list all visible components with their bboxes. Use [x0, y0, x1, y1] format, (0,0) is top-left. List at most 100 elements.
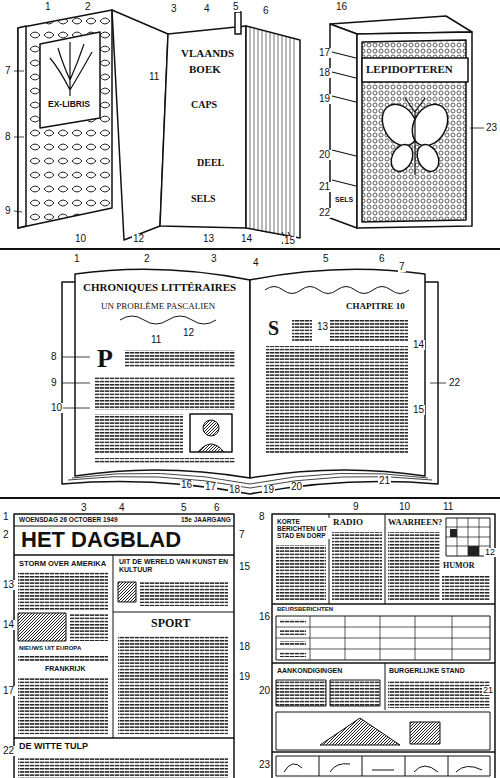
callout-number: 18	[318, 68, 331, 78]
illustration-part	[0, 248, 500, 250]
illustration-part	[0, 10, 500, 778]
callout-number: 20	[258, 686, 271, 696]
illustration-part	[265, 287, 409, 294]
callout-number: 1	[2, 512, 10, 522]
callout-number: 5	[180, 503, 188, 513]
callout-number: 9	[352, 502, 360, 512]
callout-number: 7	[238, 530, 246, 540]
illustration-part	[405, 98, 425, 175]
callout-number: 23	[258, 760, 271, 770]
illustration-part	[203, 420, 219, 436]
illustration-part	[468, 546, 479, 556]
printed-heading: SELS	[334, 196, 354, 203]
illustration-part	[160, 26, 246, 228]
callout-number: 15	[412, 405, 425, 415]
callout-number: 1	[73, 254, 81, 264]
printed-heading: SELS	[190, 194, 216, 204]
callout-number: 8	[4, 132, 12, 142]
illustration-part	[280, 641, 306, 646]
illustration-part	[280, 630, 306, 635]
printed-heading: UIT DE WERELD VAN KUNST EN KULTUUR	[118, 558, 230, 573]
illustration-part	[75, 269, 250, 478]
illustration-part	[332, 532, 382, 600]
callout-number: 22	[448, 378, 461, 388]
callout-number: 21	[318, 182, 331, 192]
callout-number: 23	[485, 123, 498, 133]
illustration-part	[70, 613, 108, 641]
callout-number: 22	[2, 746, 15, 756]
illustration-part	[140, 582, 228, 606]
callout-number: 17	[2, 686, 15, 696]
callout-number: 12	[484, 548, 496, 557]
callout-number: 3	[80, 503, 88, 513]
illustration-part	[196, 344, 234, 346]
illustration-part	[276, 756, 490, 776]
printed-heading: UN PROBLÈME PASCALIEN	[100, 302, 216, 311]
illustration-part	[190, 414, 232, 452]
callout-number: 20	[318, 150, 331, 160]
illustration-part	[442, 576, 490, 600]
callout-number: 11	[150, 335, 162, 345]
callout-number: 1	[44, 2, 52, 12]
illustration-part	[362, 40, 466, 222]
illustration-part	[276, 616, 490, 660]
illustration-part	[413, 141, 443, 175]
printed-heading: BURGERLIJKE STAND	[388, 667, 466, 674]
callout-number: 7	[398, 262, 406, 272]
printed-heading: 15e JAARGANG	[180, 517, 232, 524]
printed-heading: KORTE BERICHTEN UIT STAD EN DORP	[276, 518, 330, 539]
illustration-part	[272, 662, 495, 664]
callout-number: 4	[252, 258, 260, 268]
illustration-part	[276, 712, 490, 750]
illustration-part	[62, 357, 90, 358]
callout-number: 8	[258, 512, 266, 522]
illustration-part	[198, 444, 224, 452]
callout-number: 17	[204, 482, 217, 492]
printed-heading: HET DAGBLAD	[20, 529, 182, 551]
illustration-part	[276, 616, 490, 660]
illustration-part	[330, 320, 408, 342]
callout-number: 20	[290, 482, 303, 492]
illustration-part	[388, 532, 440, 600]
illustration-part	[405, 98, 455, 152]
illustration-part	[14, 554, 234, 556]
illustration-part	[14, 211, 22, 212]
callout-number: 2	[84, 2, 92, 12]
callout-number: 16	[258, 612, 271, 622]
printed-heading: CHAPITRE 10	[345, 302, 406, 311]
callout-number: 5	[232, 2, 240, 12]
illustration-part	[272, 751, 495, 753]
illustration-part	[14, 514, 234, 778]
printed-heading: BOEK	[188, 64, 222, 75]
callout-number: 12	[182, 328, 195, 338]
illustration-part	[95, 414, 183, 454]
callout-number: 19	[238, 672, 251, 682]
illustration-part	[320, 718, 440, 745]
illustration-part	[18, 613, 66, 641]
illustration-part	[18, 656, 108, 662]
callout-number: 5	[322, 254, 330, 264]
illustration-part	[272, 603, 495, 605]
illustration-part	[62, 408, 90, 409]
illustration-part	[332, 52, 356, 186]
illustration-part	[118, 582, 136, 602]
illustration-part	[276, 680, 326, 706]
illustration-part	[118, 636, 228, 734]
callout-number: 14	[2, 620, 15, 630]
illustration-part	[113, 612, 234, 613]
illustration-part	[357, 32, 472, 228]
printed-heading: DEEL	[196, 158, 225, 168]
illustration-part	[388, 680, 490, 708]
printed-heading: WOENSDAG 26 OCTOBER 1949	[18, 517, 119, 524]
callout-number: 15	[283, 236, 296, 246]
illustration-part	[95, 458, 235, 464]
callout-number: 15	[238, 562, 251, 572]
callout-number: 11	[442, 502, 454, 512]
callout-number: 10	[50, 403, 63, 413]
callout-number: 19	[318, 94, 331, 104]
illustration-part	[430, 383, 446, 384]
printed-heading: SPORT	[150, 617, 192, 629]
